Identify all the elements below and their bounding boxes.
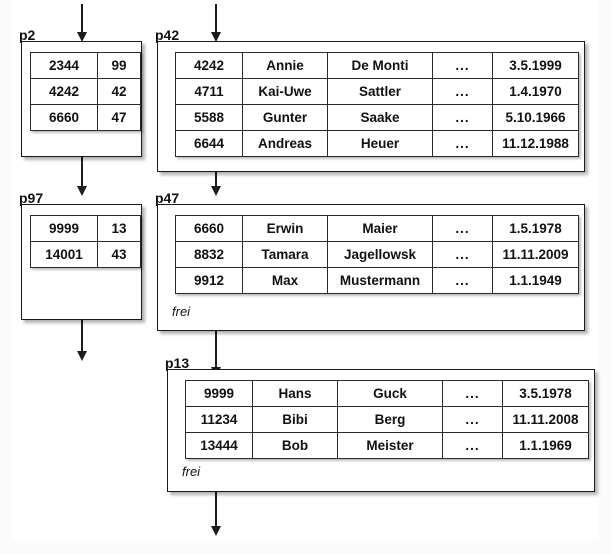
cell-id: 4711 [175,78,243,105]
cell-date: 1.1.1949 [492,267,579,294]
cell-ellipsis: ... [432,130,493,157]
record-table-p42: 4242 Annie De Monti ... 3.5.1999 4711 Ka… [175,52,579,157]
table-row[interactable]: 4711 Kai-Uwe Sattler ... 1.4.1970 [175,78,579,105]
cell-firstname: Andreas [242,130,328,157]
table-row[interactable]: 14001 43 [30,241,141,268]
cell-page: 13 [97,215,141,242]
cell-lastname: Sattler [327,78,433,105]
table-row[interactable]: 9912 Max Mustermann ... 1.1.1949 [175,267,579,294]
cell-date: 5.10.1966 [492,104,579,131]
cell-key: 9999 [30,215,98,242]
cell-page: 42 [97,78,141,105]
table-row[interactable]: 13444 Bob Meister ... 1.1.1969 [185,432,589,459]
table-row[interactable]: 9999 Hans Guck ... 3.5.1978 [185,380,589,407]
cell-date: 11.12.1988 [492,130,579,157]
free-space-label-p47: frei [172,304,191,319]
table-row[interactable]: 9999 13 [30,215,141,242]
block-label-p2: p2 [19,27,36,43]
block-label-p13: p13 [165,355,190,371]
cell-firstname: Erwin [242,215,328,242]
cell-lastname: Mustermann [327,267,433,294]
cell-ellipsis: ... [442,432,503,459]
record-table-p2: 2344 99 4242 42 6660 47 [30,52,141,131]
cell-ellipsis: ... [432,267,493,294]
table-row[interactable]: 4242 42 [30,78,141,105]
cell-firstname: Bob [252,432,338,459]
block-label-p97: p97 [19,190,44,206]
cell-date: 1.4.1970 [492,78,579,105]
cell-lastname: Guck [337,380,443,407]
cell-page: 99 [97,52,141,79]
block-label-p47: p47 [155,190,180,206]
table-row[interactable]: 2344 99 [30,52,141,79]
table-row[interactable]: 8832 Tamara Jagellowsk ... 11.11.2009 [175,241,579,268]
cell-ellipsis: ... [432,78,493,105]
cell-firstname: Tamara [242,241,328,268]
cell-date: 3.5.1999 [492,52,579,79]
cell-page: 47 [97,104,141,131]
cell-firstname: Gunter [242,104,328,131]
cell-lastname: Berg [337,406,443,433]
record-table-p97: 9999 13 14001 43 [30,215,141,268]
table-row[interactable]: 6660 Erwin Maier ... 1.5.1978 [175,215,579,242]
cell-ellipsis: ... [432,215,493,242]
cell-id: 8832 [175,241,243,268]
record-table-p13: 9999 Hans Guck ... 3.5.1978 11234 Bibi B… [185,380,589,459]
cell-date: 11.11.2008 [502,406,589,433]
cell-firstname: Bibi [252,406,338,433]
cell-firstname: Max [242,267,328,294]
cell-ellipsis: ... [432,241,493,268]
cell-id: 5588 [175,104,243,131]
cell-firstname: Hans [252,380,338,407]
cell-lastname: Jagellowsk [327,241,433,268]
cell-key: 14001 [30,241,98,268]
cell-ellipsis: ... [442,380,503,407]
cell-date: 1.5.1978 [492,215,579,242]
cell-ellipsis: ... [432,52,493,79]
table-row[interactable]: 5588 Gunter Saake ... 5.10.1966 [175,104,579,131]
cell-ellipsis: ... [442,406,503,433]
cell-key: 4242 [30,78,98,105]
table-row[interactable]: 4242 Annie De Monti ... 3.5.1999 [175,52,579,79]
cell-firstname: Kai-Uwe [242,78,328,105]
cell-lastname: Heuer [327,130,433,157]
cell-page: 43 [97,241,141,268]
cell-id: 6660 [175,215,243,242]
cell-id: 13444 [185,432,253,459]
table-row[interactable]: 6644 Andreas Heuer ... 11.12.1988 [175,130,579,157]
cell-lastname: Saake [327,104,433,131]
cell-date: 3.5.1978 [502,380,589,407]
table-row[interactable]: 6660 47 [30,104,141,131]
cell-id: 11234 [185,406,253,433]
free-space-label-p13: frei [182,464,201,479]
cell-date: 1.1.1969 [502,432,589,459]
cell-key: 2344 [30,52,98,79]
cell-id: 4242 [175,52,243,79]
cell-lastname: De Monti [327,52,433,79]
cell-id: 6644 [175,130,243,157]
cell-date: 11.11.2009 [492,241,579,268]
cell-lastname: Maier [327,215,433,242]
record-table-p47: 6660 Erwin Maier ... 1.5.1978 8832 Tamar… [175,215,579,294]
table-row[interactable]: 11234 Bibi Berg ... 11.11.2008 [185,406,589,433]
block-label-p42: p42 [155,27,180,43]
cell-firstname: Annie [242,52,328,79]
cell-key: 6660 [30,104,98,131]
cell-id: 9912 [175,267,243,294]
cell-ellipsis: ... [432,104,493,131]
cell-id: 9999 [185,380,253,407]
cell-lastname: Meister [337,432,443,459]
